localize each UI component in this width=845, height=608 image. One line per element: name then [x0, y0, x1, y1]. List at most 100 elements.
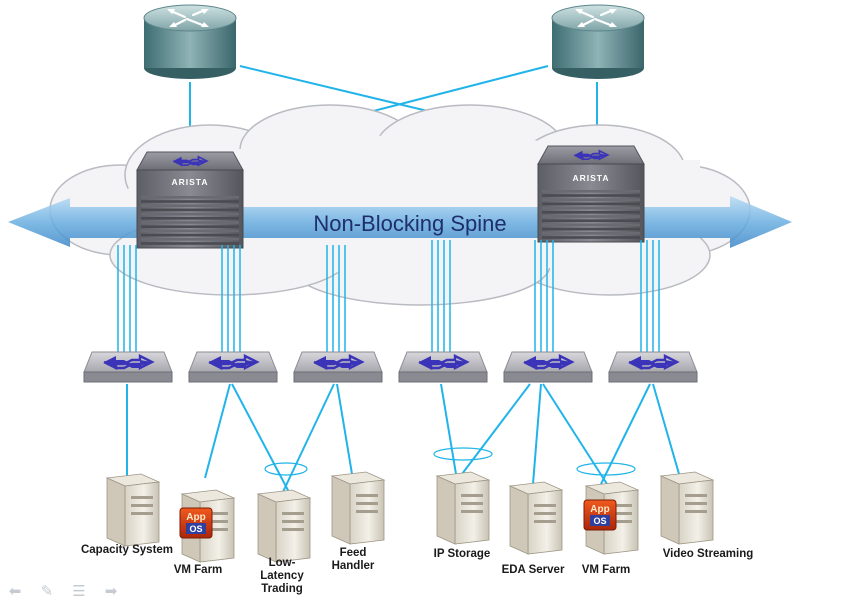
server-label: IP Storage [434, 548, 491, 560]
router-icon [550, 3, 646, 81]
server-icon [660, 471, 714, 545]
chassis-slots [542, 190, 640, 239]
leaf-switch[interactable] [504, 352, 592, 382]
server-link [281, 383, 335, 495]
server-label: EDA Server [502, 564, 565, 576]
chassis-slot [542, 190, 640, 193]
leaf-switch[interactable] [609, 352, 697, 382]
server-label: Latency [260, 570, 304, 582]
os-label: OS [593, 516, 606, 526]
switch-icon [609, 352, 697, 382]
chassis-slot [542, 232, 640, 235]
chassis-slot [542, 198, 640, 201]
pen-icon[interactable]: ✎ [40, 583, 54, 600]
chassis-slot [141, 229, 239, 233]
chassis-slot [141, 196, 239, 199]
forward-arrow-icon[interactable]: ➡ [104, 583, 118, 600]
chassis-slot [141, 238, 239, 241]
spine-switch-right[interactable]: ARISTA [538, 146, 644, 242]
chassis-slot [141, 242, 239, 245]
chassis-slot [141, 200, 239, 203]
server-link [652, 383, 680, 475]
server-icon [106, 473, 160, 547]
server[interactable]: Video Streaming [660, 471, 754, 560]
switch-icon [137, 152, 243, 248]
server-label: Trading [261, 583, 303, 595]
server-link [532, 383, 542, 485]
server-link [231, 383, 291, 495]
switch-icon [538, 146, 644, 242]
spine-leaf-links [117, 240, 660, 352]
router-left[interactable] [142, 3, 238, 81]
switch-icon [399, 352, 487, 382]
chassis-slot [542, 227, 640, 231]
server-link [542, 383, 608, 485]
leaf-switch[interactable] [189, 352, 277, 382]
app-label: App [186, 512, 205, 523]
chassis-slot [141, 212, 239, 216]
leaf-switch[interactable] [84, 352, 172, 382]
chassis-slot [542, 211, 640, 214]
app-label: App [590, 504, 609, 515]
leaf-switch[interactable] [399, 352, 487, 382]
switch-icon [504, 352, 592, 382]
server-link [336, 383, 353, 475]
spine-switch-left[interactable]: ARISTA [137, 152, 243, 248]
chassis-slot [141, 204, 239, 207]
router-right[interactable] [550, 3, 646, 81]
brand-label: ARISTA [572, 173, 609, 183]
switch-icon [189, 352, 277, 382]
leaf-server-links [126, 383, 680, 495]
server-label: Feed [340, 547, 367, 559]
server-link [600, 383, 651, 485]
chassis-slot [542, 206, 640, 210]
chassis-slots [141, 196, 239, 245]
server-label: Handler [332, 560, 375, 572]
link-bond-markers [264, 447, 636, 476]
server-icon [509, 481, 563, 555]
server-link [204, 383, 231, 479]
chassis-slot [141, 208, 239, 212]
chassis-slot [141, 221, 239, 224]
server-label: Capacity System [81, 544, 173, 556]
back-arrow-icon[interactable]: ⬅ [8, 583, 22, 600]
leaf-switch[interactable] [294, 352, 382, 382]
leaf-switches [84, 352, 697, 382]
bond-ellipse [576, 462, 636, 476]
spine-title: Non-Blocking Spine [313, 211, 506, 236]
bond-ellipse [264, 462, 308, 476]
chassis-slot [141, 217, 239, 220]
chassis-slot [542, 223, 640, 227]
server-link [461, 383, 531, 475]
server[interactable]: EDA Server [502, 481, 565, 576]
bond-ellipse [433, 447, 493, 461]
slide-nav-bar: ⬅ ✎ ☰ ➡ [4, 578, 146, 604]
router-icon [142, 3, 238, 81]
chassis-slot [542, 236, 640, 239]
server-icon [331, 471, 385, 545]
server-icon [257, 489, 311, 563]
server-label: VM Farm [582, 564, 631, 576]
chassis-slot [542, 194, 640, 197]
brand-label: ARISTA [171, 177, 208, 187]
chassis-slot [141, 225, 239, 228]
chassis-slot [542, 202, 640, 206]
menu-icon[interactable]: ☰ [72, 583, 86, 600]
server-label: Low- [269, 557, 296, 569]
os-label: OS [189, 524, 202, 534]
switch-icon [294, 352, 382, 382]
server-link [440, 383, 457, 475]
server[interactable]: IP Storage [434, 471, 491, 560]
server-label: VM Farm [174, 564, 223, 576]
server[interactable]: Capacity System [81, 473, 173, 556]
chassis-slot [542, 215, 640, 218]
server-label: Video Streaming [663, 548, 754, 560]
